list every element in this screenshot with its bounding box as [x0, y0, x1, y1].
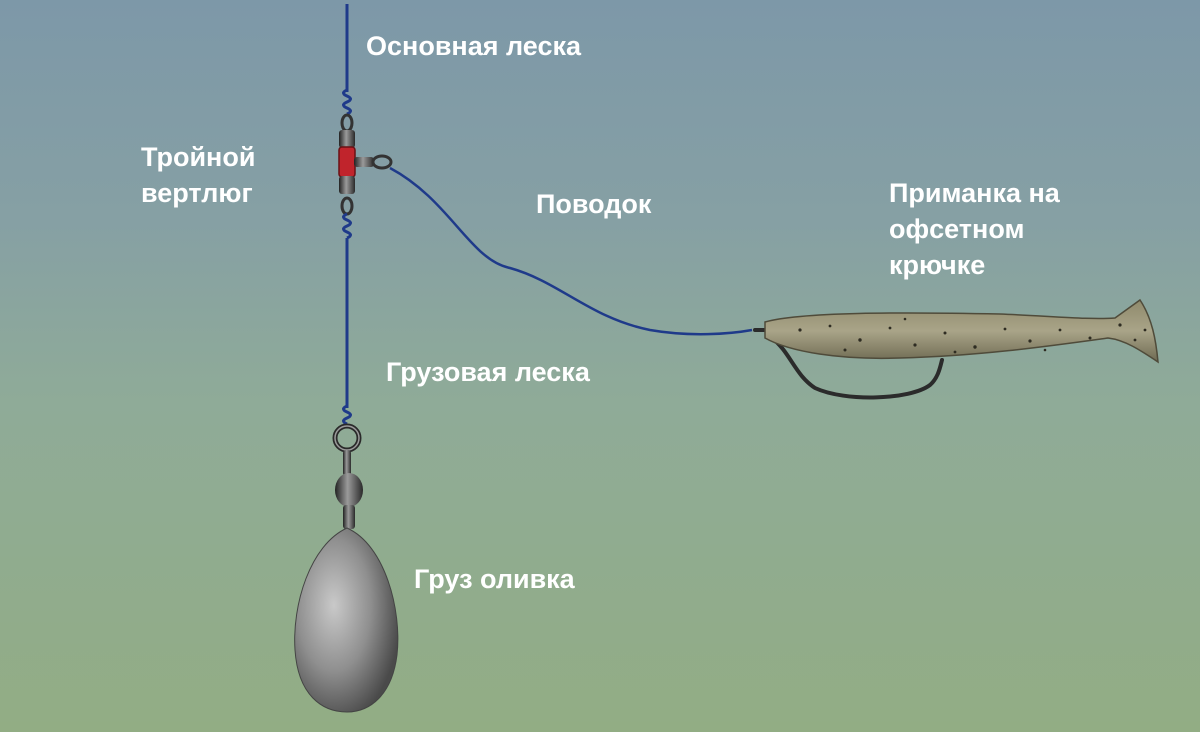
soft-bait	[753, 298, 1159, 400]
knot-bottom	[342, 404, 352, 426]
olive-sinker	[294, 423, 399, 713]
knot-middle	[342, 212, 352, 240]
triple-swivel-label: Тройной вертлюг	[141, 142, 256, 208]
knot-top	[342, 88, 352, 116]
sinker-label: Груз оливка	[414, 564, 575, 594]
swivel-bead	[338, 146, 356, 178]
main-line-label: Основная леска	[366, 31, 581, 61]
leader-line	[389, 166, 753, 336]
leader-label: Поводок	[536, 189, 652, 219]
triple-swivel	[338, 113, 393, 216]
weight-line-label: Грузовая леска	[386, 357, 590, 387]
bait-label: Приманка на офсетном крючке	[889, 178, 1060, 280]
offset-hook	[753, 328, 944, 400]
